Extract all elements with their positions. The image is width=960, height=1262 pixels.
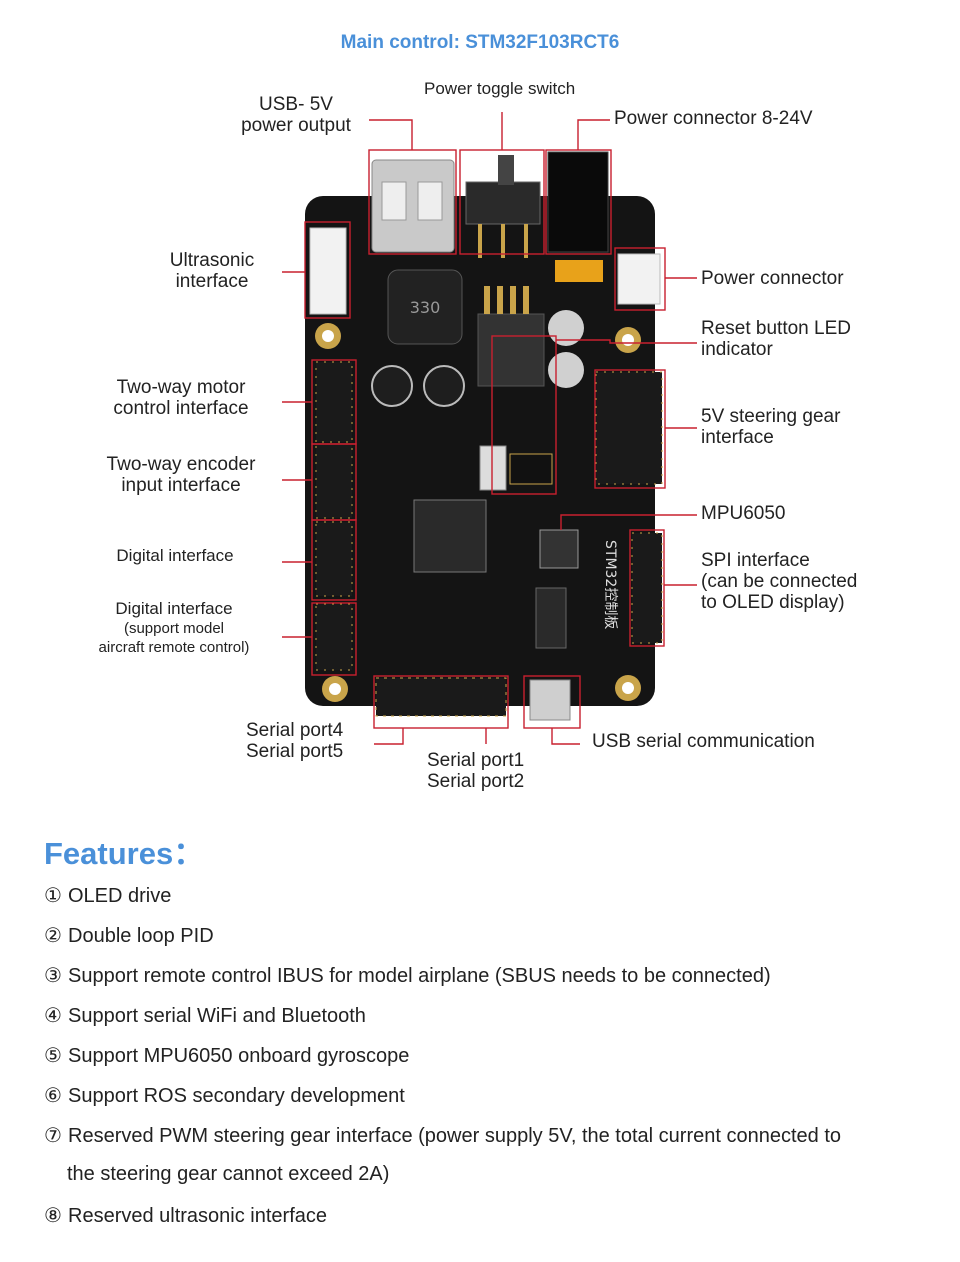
toggle-switch bbox=[465, 181, 541, 225]
encoder-header bbox=[315, 443, 353, 519]
serial-header bbox=[375, 677, 507, 717]
board-silkscreen: STM32控制板 bbox=[602, 540, 618, 629]
board-diagram: 330 STM32控制板 bbox=[282, 112, 697, 745]
motor-header bbox=[315, 361, 353, 443]
label-power-connector: Power connector bbox=[701, 268, 844, 289]
dc-jack bbox=[547, 151, 609, 253]
label-power-8-24v: Power connector 8-24V bbox=[614, 108, 813, 129]
label-serial12: Serial port1 Serial port2 bbox=[427, 750, 525, 792]
capacitor bbox=[371, 365, 413, 407]
reset-button bbox=[479, 445, 507, 491]
ultrasonic-header bbox=[309, 227, 347, 315]
page-title: Main control: STM32F103RCT6 bbox=[340, 32, 620, 53]
mpu6050-chip bbox=[539, 529, 579, 569]
label-ultrasonic: Ultrasonic interface bbox=[169, 250, 255, 292]
capacitor bbox=[548, 352, 584, 388]
power-header bbox=[617, 253, 661, 305]
micro-usb bbox=[529, 679, 571, 721]
label-motor: Two-way motor control interface bbox=[113, 377, 249, 419]
inductor bbox=[387, 269, 463, 345]
inductor-marking: 330 bbox=[410, 298, 441, 317]
label-usb-serial: USB serial communication bbox=[592, 731, 815, 752]
label-reset-led: Reset button LED indicator bbox=[701, 318, 851, 360]
spi-header bbox=[631, 532, 663, 644]
label-power-toggle: Power toggle switch bbox=[424, 79, 576, 98]
capacitor bbox=[548, 310, 584, 346]
digital-header bbox=[315, 521, 353, 597]
label-usb-5v: USB- 5V power output bbox=[241, 94, 351, 136]
capacitor bbox=[423, 365, 465, 407]
regulator bbox=[477, 313, 545, 387]
ic-chip bbox=[535, 587, 567, 649]
callout-lines bbox=[282, 112, 697, 745]
label-mpu6050: MPU6050 bbox=[701, 503, 786, 524]
label-serial45: Serial port4 Serial port5 bbox=[246, 720, 344, 762]
label-digital-rc: Digital interface (support model aircraf… bbox=[98, 599, 250, 656]
label-encoder: Two-way encoder input interface bbox=[106, 454, 256, 496]
steering-header bbox=[595, 371, 663, 485]
label-digital: Digital interface bbox=[116, 546, 234, 565]
mcu-chip bbox=[413, 499, 487, 573]
label-spi: SPI interface (can be connected to OLED … bbox=[701, 550, 858, 613]
features-title: Features： bbox=[44, 836, 205, 871]
feature-item-continuation: the steering gear cannot exceed 2A) bbox=[67, 1163, 390, 1185]
jumper bbox=[509, 453, 553, 485]
label-steering: 5V steering gear interface bbox=[701, 406, 841, 448]
digital-rc-header bbox=[315, 603, 353, 671]
